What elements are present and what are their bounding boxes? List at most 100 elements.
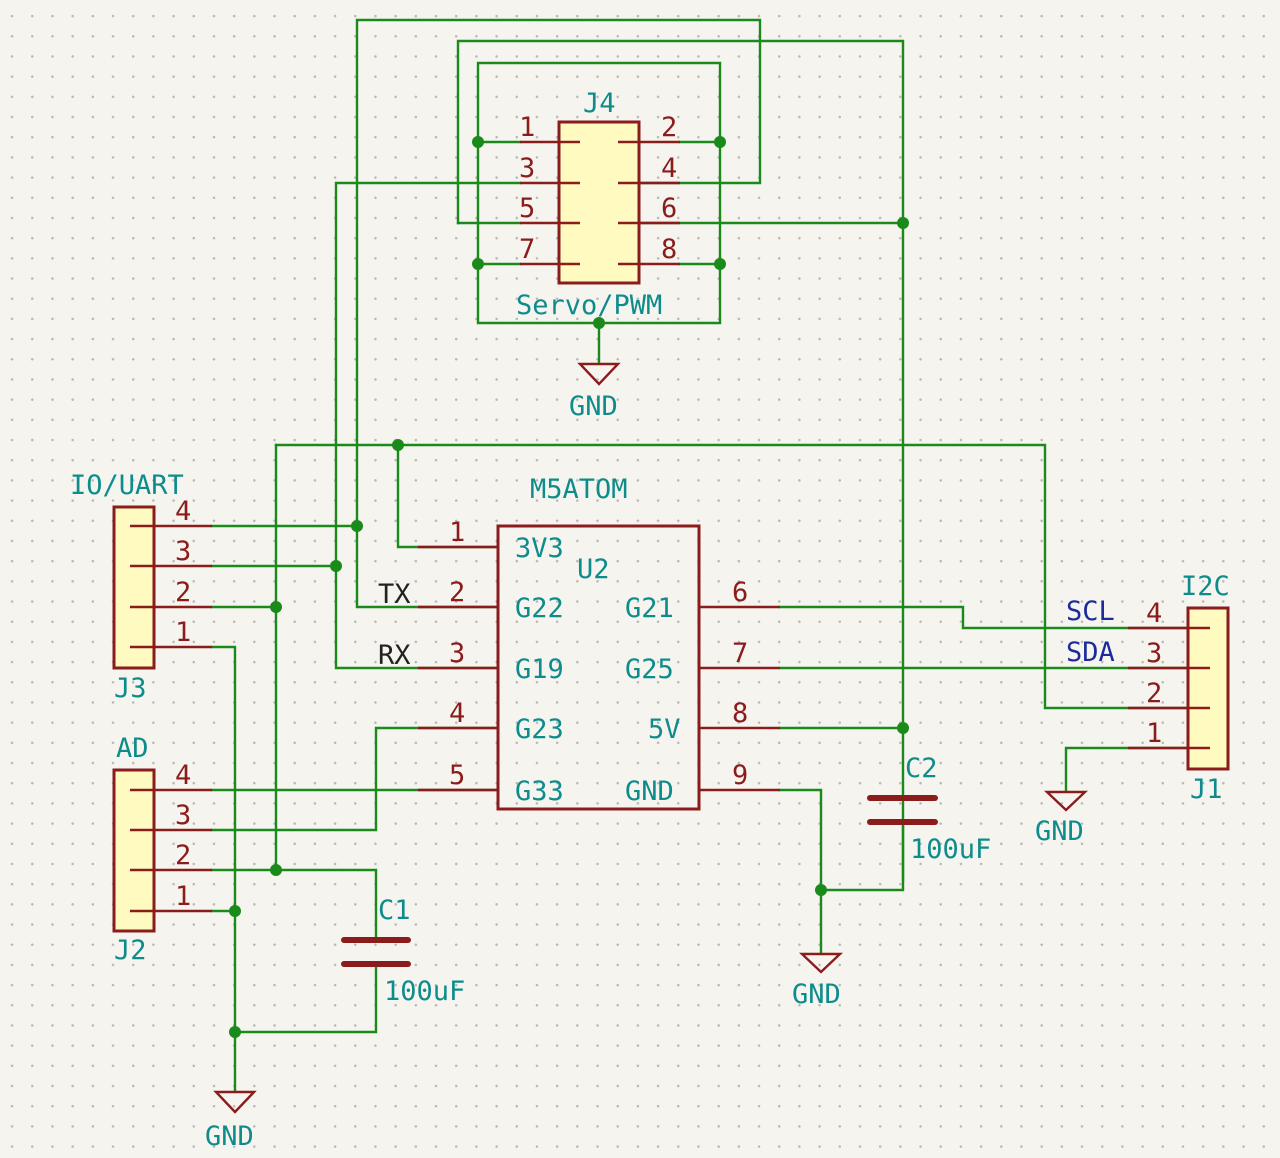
gnd-symbol-left: GND — [205, 1090, 257, 1152]
u2-title: M5ATOM — [530, 474, 628, 505]
connector-j1[interactable]: I2C J1 4 3 2 1 SCL SDA — [1066, 571, 1230, 805]
j1-pin-4: 4 — [1146, 598, 1162, 629]
wire-3v3-rail — [274, 443, 1190, 710]
junction-dot — [330, 560, 342, 572]
gnd-label: GND — [569, 391, 618, 422]
u2-pin-name-gnd: GND — [625, 776, 674, 807]
gnd-label: GND — [1035, 816, 1084, 847]
u2-pin-num-7: 7 — [732, 638, 748, 669]
wire-j4p3-g19 — [334, 181, 522, 670]
gnd-symbol-j4: GND — [569, 362, 621, 422]
j1-pin-1: 1 — [1146, 718, 1162, 749]
junction-dot — [472, 258, 484, 270]
j4-pin-3: 3 — [519, 153, 535, 184]
u2-pin-num-6: 6 — [732, 577, 748, 608]
capacitor-c1[interactable]: C1 100uF — [341, 895, 465, 1007]
j2-ref: J2 — [114, 935, 147, 966]
j4-pin-6: 6 — [661, 193, 677, 224]
ic-u2[interactable]: M5ATOM U2 1 2 3 4 5 6 7 8 9 3V3 G22 G19 … — [378, 474, 780, 811]
net-label-sda: SDA — [1066, 637, 1115, 668]
j4-pin-5: 5 — [519, 193, 535, 224]
u2-ref: U2 — [577, 554, 610, 585]
j3-pin-3: 3 — [175, 536, 191, 567]
wire-gnd-u2 — [778, 788, 823, 954]
j2-pin-1: 1 — [175, 881, 191, 912]
j4-pin-7: 7 — [519, 234, 535, 265]
wire-j2p2-c1 — [210, 868, 378, 940]
gnd-symbol-j1: GND — [1035, 790, 1089, 847]
u2-pin-name-g33: G33 — [515, 776, 564, 807]
c1-value: 100uF — [384, 976, 465, 1007]
junction-dot — [897, 217, 909, 229]
wire-j3p1-gnd — [210, 645, 237, 1092]
u2-pin-name-g19: G19 — [515, 654, 564, 685]
j3-body — [112, 505, 156, 670]
u2-pin-num-8: 8 — [732, 698, 748, 729]
u2-pin-name-g22: G22 — [515, 593, 564, 624]
connector-j3[interactable]: IO/UART J3 4 3 2 1 — [70, 470, 212, 704]
u2-pin-num-5: 5 — [449, 760, 465, 791]
j1-value: I2C — [1181, 571, 1230, 602]
junctions — [229, 136, 909, 1038]
tx-label: TX — [378, 579, 411, 610]
j3-value: IO/UART — [70, 470, 184, 501]
u2-pin-num-3: 3 — [449, 638, 465, 669]
j2-pin-4: 4 — [175, 760, 191, 791]
u2-pin-num-1: 1 — [449, 517, 465, 548]
j4-pin-2: 2 — [661, 112, 677, 143]
u2-pin-num-2: 2 — [449, 577, 465, 608]
wire-j4-left-bus — [476, 61, 722, 325]
gnd-label: GND — [205, 1121, 254, 1152]
wire-c2-gnd — [819, 820, 905, 892]
junction-dot — [714, 258, 726, 270]
u2-pin-name-g23: G23 — [515, 714, 564, 745]
j2-pins — [130, 788, 212, 913]
junction-dot — [229, 905, 241, 917]
u2-pin-name-5v: 5V — [648, 714, 681, 745]
rx-label: RX — [378, 640, 411, 671]
j1-pin-2: 2 — [1146, 678, 1162, 709]
c2-value: 100uF — [910, 834, 991, 865]
connector-j2[interactable]: AD J2 4 3 2 1 — [112, 733, 212, 966]
j1-body — [1186, 606, 1230, 771]
u2-pin-num-4: 4 — [449, 698, 465, 729]
junction-dot — [229, 1026, 241, 1038]
junction-dot — [815, 884, 827, 896]
junction-dot — [270, 601, 282, 613]
junction-dot — [472, 136, 484, 148]
junction-dot — [714, 136, 726, 148]
junction-dot — [270, 864, 282, 876]
wire-c1-gnd — [233, 962, 378, 1034]
junction-dot — [351, 520, 363, 532]
c2-ref: C2 — [905, 753, 938, 784]
u2-pin-num-9: 9 — [732, 760, 748, 791]
j3-pin-2: 2 — [175, 577, 191, 608]
j4-ref: J4 — [583, 88, 616, 119]
u2-pin-name-3v3: 3V3 — [515, 533, 564, 564]
junction-dot — [392, 439, 404, 451]
wires — [210, 18, 1190, 1092]
j4-value: Servo/PWM — [516, 290, 662, 321]
u2-pin-lines — [418, 545, 780, 792]
net-label-scl: SCL — [1066, 596, 1115, 627]
j1-pins — [1128, 626, 1210, 750]
c1-ref: C1 — [378, 895, 411, 926]
junction-dot — [897, 722, 909, 734]
gnd-label: GND — [792, 979, 841, 1010]
wire-j4p4-g22 — [355, 18, 762, 609]
wire-g21-scl — [778, 605, 1190, 630]
connector-j4[interactable]: J4 1 2 3 4 5 6 7 8 Servo/PWM — [516, 88, 680, 321]
j3-pin-1: 1 — [175, 617, 191, 648]
j3-ref: J3 — [114, 673, 147, 704]
u2-pin-name-g21: G21 — [625, 593, 674, 624]
junction-dot — [593, 317, 605, 329]
j2-body — [112, 768, 156, 933]
capacitor-c2[interactable]: C2 100uF — [867, 753, 991, 865]
j4-pin-4: 4 — [661, 153, 677, 184]
j4-pin-8: 8 — [661, 234, 677, 265]
j2-value: AD — [116, 733, 149, 764]
wire-j1p1-gnd — [1064, 746, 1190, 792]
j4-pin-1: 1 — [519, 112, 535, 143]
wire-j4p6-5v — [456, 39, 905, 882]
